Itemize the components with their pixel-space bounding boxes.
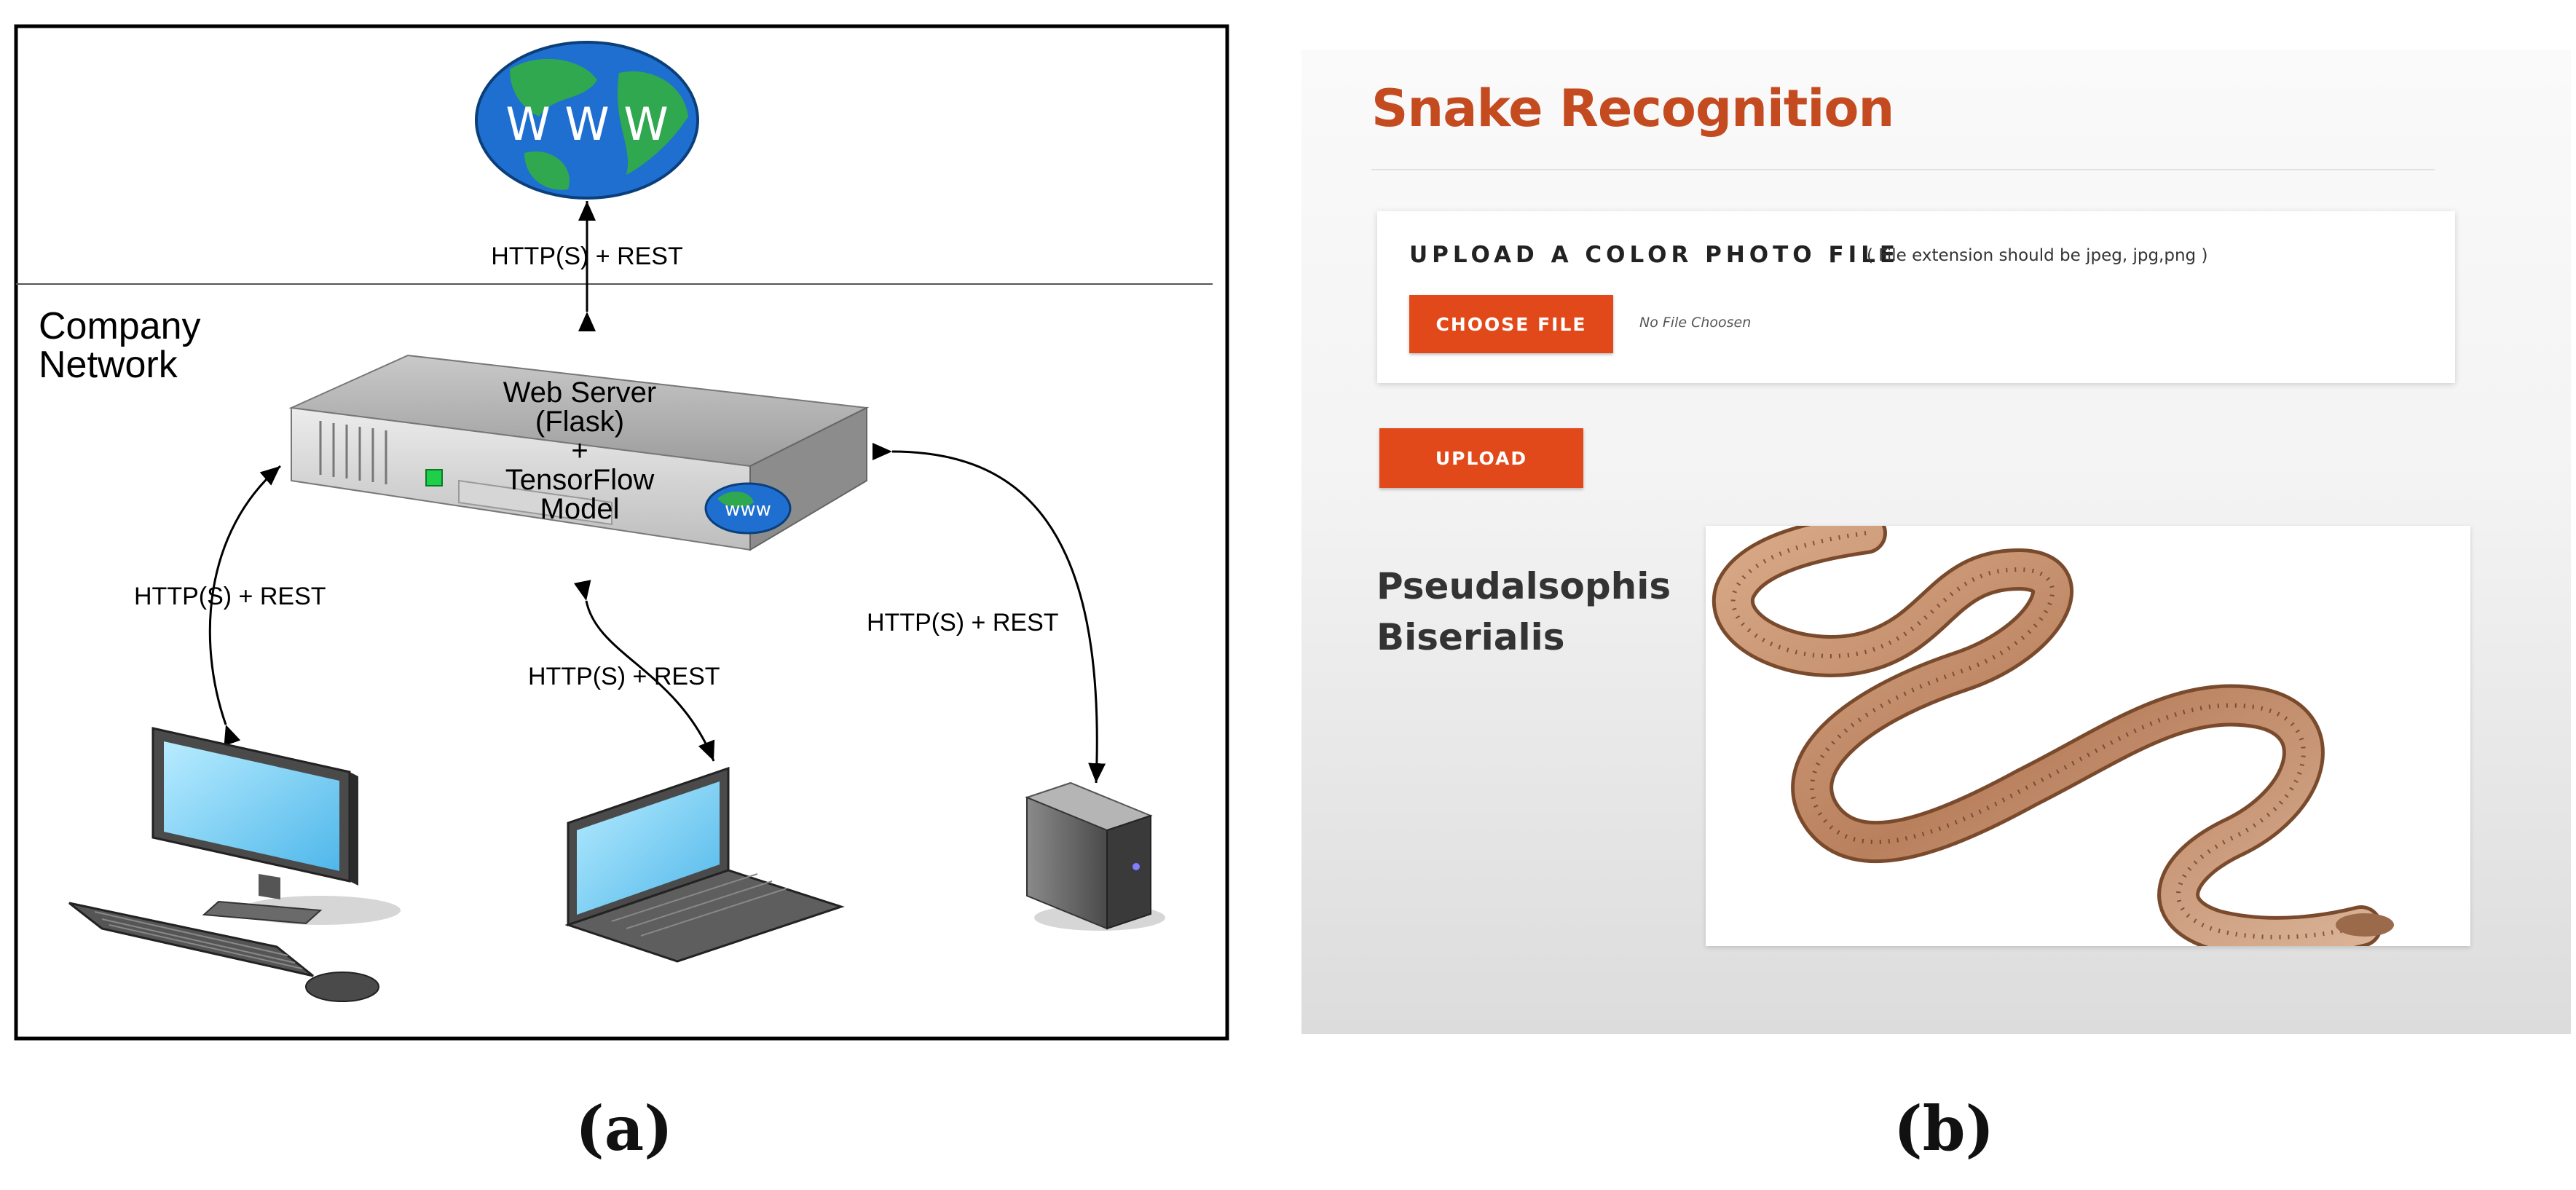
server-label-line2: (Flask) [535,406,624,438]
network-diagram: W W W HTTP(S) + REST Company Network www… [14,24,1229,1041]
top-link-label: HTTP(S) + REST [491,243,683,270]
choose-file-button[interactable]: CHOOSE FILE [1409,295,1613,353]
server-icon: www Web Server (Flask) + TensorFlow Mode… [288,354,870,551]
server-label-line5: Model [540,493,620,525]
right-link-arrow [872,442,1106,784]
caption-a: (a) [575,1092,673,1165]
server-label-line1: Web Server [503,377,656,409]
result-line2: Biserialis [1376,616,1565,658]
server-badge-label: www [725,499,771,521]
result-species-name: Pseudalsophis Biserialis [1376,561,1671,663]
globe-icon: W W W [475,41,699,200]
center-link-arrow [573,580,715,762]
upload-hint: ( File extension should be jpeg, jpg,png… [1867,246,2208,265]
page-title: Snake Recognition [1371,79,1894,138]
result-line1: Pseudalsophis [1376,565,1671,607]
laptop-icon [564,766,845,963]
snake-recognition-page: Snake Recognition UPLOAD A COLOR PHOTO F… [1301,50,2571,1034]
desktop-computer-icon [68,727,401,1002]
upload-button[interactable]: UPLOAD [1379,428,1583,488]
title-divider [1371,169,2435,170]
server-label-line3: + [571,435,588,467]
center-link-label: HTTP(S) + REST [528,663,720,690]
network-label-line1: Company [39,305,201,347]
tower-computer-icon [1025,781,1165,931]
globe-label: W W W [505,98,668,151]
snake-photo [1706,512,2470,958]
upload-heading: UPLOAD A COLOR PHOTO FILE [1409,242,1900,268]
file-status: No File Choosen [1639,315,1752,331]
upload-card: UPLOAD A COLOR PHOTO FILE ( File extensi… [1377,211,2455,383]
server-badge-icon: www [704,482,792,535]
left-link-label: HTTP(S) + REST [134,583,326,610]
right-link-label: HTTP(S) + REST [867,609,1059,637]
left-link-arrow [208,465,281,746]
caption-b: (b) [1894,1092,1995,1165]
network-label-line2: Network [39,344,178,386]
server-label-line4: TensorFlow [505,464,655,496]
